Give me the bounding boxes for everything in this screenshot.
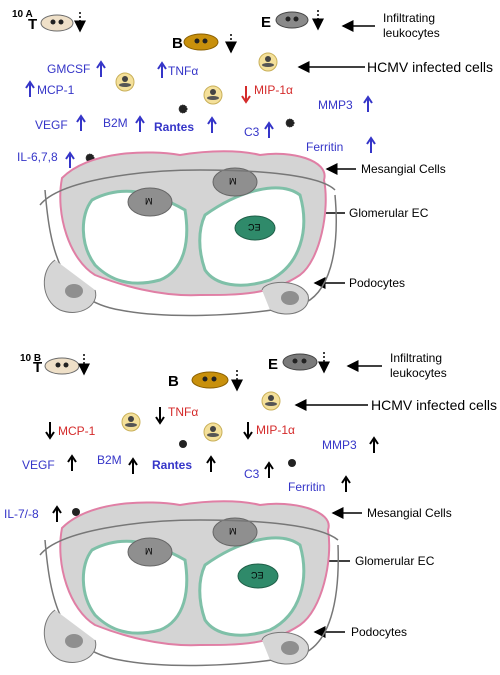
glomerular-ec-label: Glomerular EC (355, 554, 435, 568)
marker-mmp3: MMP3 (322, 438, 357, 452)
b-cell-letter: B (168, 373, 179, 390)
podocytes-label: Podocytes (351, 625, 408, 639)
panel-10b-graphics (39, 352, 382, 667)
panel-label: 10 A (12, 9, 33, 20)
marker-c3: C3 (244, 125, 260, 139)
marker-rantes: Rantes (152, 458, 193, 472)
marker-mcp1: MCP-1 (58, 424, 96, 438)
hcmv-infected-label: HCMV infected cells (367, 59, 494, 75)
b-cell-letter: B (172, 35, 183, 52)
marker-gmcsf: GMCSF (47, 62, 91, 76)
e-cell-letter: E (261, 14, 272, 31)
t-cell-letter: T (28, 16, 38, 33)
t-cell (40, 14, 74, 32)
marker-mcp1: MCP-1 (37, 83, 75, 97)
b-cell (191, 371, 229, 389)
marker-ferritin: Ferritin (306, 140, 344, 154)
virus-particles (72, 440, 296, 516)
glomerular-ec-label: Glomerular EC (349, 206, 429, 220)
marker-ferritin: Ferritin (288, 480, 326, 494)
panel-10b: 10 B T B E Infiltrating leukocytes HCMV … (0, 340, 500, 675)
marker-rantes: Rantes (154, 120, 195, 134)
marker-tnfa: TNFα (168, 405, 199, 419)
migration-arrows (74, 10, 324, 54)
nucleus-m-label: M (145, 546, 153, 556)
nucleus-m-label: M (145, 196, 153, 206)
marker-c3: C3 (244, 467, 260, 481)
marker-tnfa: TNFα (168, 64, 199, 78)
b-cell (183, 33, 219, 51)
e-cell (282, 353, 318, 371)
t-cell-letter: T (33, 359, 43, 376)
panel-10a: 10 A T B E Infiltrating leukocytes HCMV … (0, 0, 500, 335)
nucleus-ec-label: EC (251, 570, 264, 580)
marker-il678: IL-6,7,8 (17, 150, 58, 164)
marker-mmp3: MMP3 (318, 98, 353, 112)
marker-b2m: B2M (103, 116, 128, 130)
infiltrating-leukocytes-label: Infiltrating leukocytes (390, 351, 447, 380)
t-cell (44, 357, 80, 375)
nucleus-ec-label: EC (248, 222, 261, 232)
infiltrating-leukocytes-label: Infiltrating leukocytes (383, 11, 440, 40)
panel-10a-graphics (25, 10, 376, 317)
hcmv-infected-cells (121, 391, 281, 442)
marker-b2m: B2M (97, 453, 122, 467)
mesangial-cells-label: Mesangial Cells (361, 162, 446, 176)
marker-il78: IL-7/-8 (4, 507, 39, 521)
marker-vegf: VEGF (22, 458, 55, 472)
glomerulus (39, 500, 339, 667)
glomerulus (39, 150, 337, 317)
marker-vegf: VEGF (35, 118, 68, 132)
podocytes-label: Podocytes (349, 276, 406, 290)
nucleus-m-label-2: M (229, 176, 237, 186)
virus-particles (85, 104, 295, 163)
e-cell-letter: E (268, 356, 279, 373)
hcmv-infected-cells (115, 52, 278, 105)
marker-mip1a: MIP-1α (256, 423, 295, 437)
migration-arrows (78, 352, 330, 392)
marker-mip1a: MIP-1α (254, 83, 293, 97)
e-cell (275, 11, 309, 29)
mesangial-cells-label: Mesangial Cells (367, 506, 452, 520)
nucleus-m-label-2: M (229, 526, 237, 536)
marker-arrows (45, 407, 379, 522)
panel-label: 10 B (20, 353, 42, 364)
hcmv-infected-label: HCMV infected cells (371, 397, 498, 413)
marker-arrows (25, 60, 376, 168)
